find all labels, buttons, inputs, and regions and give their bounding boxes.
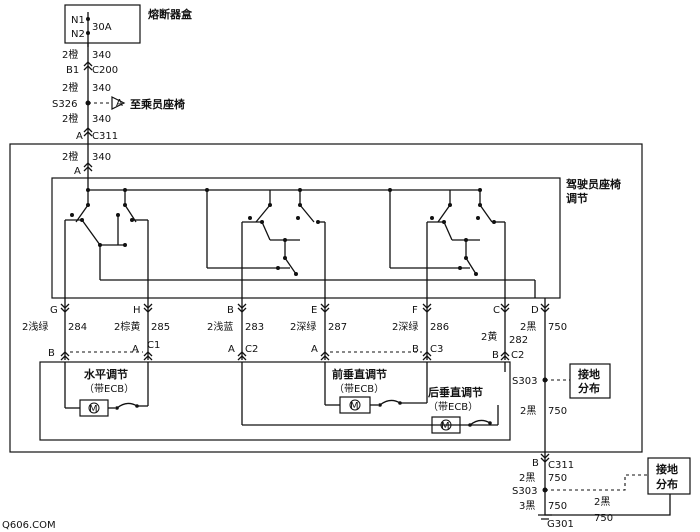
wire-color-e: 2深绿 <box>290 320 316 333</box>
wire-gauge-2: 2橙 <box>62 81 78 94</box>
pin-b: B <box>227 305 234 316</box>
ground-label-1: 接地 <box>578 367 600 381</box>
ground-label-2: 分布 <box>578 381 600 395</box>
c2b-label: C2 <box>511 350 524 361</box>
conn-b1-label: B1 <box>66 65 79 76</box>
wire-circuit-e: 287 <box>328 322 347 333</box>
watermark-text: Q606.COM <box>2 520 56 531</box>
fuse-box: N1 N2 30A 熔断器盒 <box>64 4 193 47</box>
switch-rear-vertical <box>389 190 506 298</box>
wire-color-f: 2深绿 <box>392 320 418 333</box>
conn-c311-label: C311 <box>92 131 118 142</box>
conn-c200-label: C200 <box>92 65 118 76</box>
motor-horizontal-title: 水平调节 <box>84 367 128 381</box>
splice-s303: S303 <box>512 376 537 387</box>
wire-circuit-2: 340 <box>92 83 111 94</box>
wire-gauge-4: 2橙 <box>62 150 78 163</box>
c2-pin-a: A <box>228 344 235 355</box>
ground2-label-2: 分布 <box>656 477 678 491</box>
motor-rear-title: 后垂直调节 <box>428 385 483 399</box>
c1-label: C1 <box>147 340 160 351</box>
module-pin-a: A <box>74 166 81 177</box>
splice-s326-label: S326 <box>52 99 77 110</box>
pin-h: H <box>133 305 141 316</box>
wire-circuit-3: 340 <box>92 114 111 125</box>
fuse-box-title: 熔断器盒 <box>148 7 193 21</box>
module-title: 驾驶员座椅 <box>565 177 621 191</box>
wire4-color: 2黑 <box>594 496 610 508</box>
ground-distribution-box-2 <box>647 457 691 495</box>
pin-c: C <box>493 305 500 316</box>
ground-distribution-box <box>569 363 611 399</box>
motor-front-title: 前垂直调节 <box>332 367 387 381</box>
motor-rear-sub: （带ECB） <box>428 401 478 413</box>
svg-text:M: M <box>350 401 359 412</box>
wire-circuit-g: 284 <box>68 322 87 333</box>
output-wires <box>60 298 550 465</box>
c3-label: C3 <box>430 344 443 355</box>
ground2-label-1: 接地 <box>656 462 678 476</box>
wire-circuit-1: 340 <box>92 50 111 61</box>
motor-horizontal-sub: （带ECB） <box>84 383 134 395</box>
wire3-color: 3黑 <box>519 500 535 512</box>
conn-a-c311: A <box>76 131 83 142</box>
wire-gauge-1: 2橙 <box>62 48 78 61</box>
wire-color-c: 2黄 <box>481 330 497 343</box>
wire-color-b: 2浅蓝 <box>207 320 233 333</box>
c311-bottom: C311 <box>548 460 574 471</box>
pin-d: D <box>531 305 539 316</box>
pin-g: G <box>50 305 58 316</box>
ground-g301: G301 <box>547 519 574 530</box>
switch-horizontal <box>64 190 535 298</box>
splice-s303b: S303 <box>512 486 537 497</box>
splice-s326-dest: 至乘员座椅 <box>130 97 185 111</box>
motors-box <box>39 361 511 441</box>
motor-front-sub: （带ECB） <box>334 383 384 395</box>
c1-pin-a: A <box>132 344 139 355</box>
c3-pin-a: A <box>311 344 318 355</box>
c2-label: C2 <box>245 344 258 355</box>
c311-pin-b: B <box>532 458 539 469</box>
motor-connectors <box>60 351 510 361</box>
motor-rear-vertical: M <box>431 362 506 434</box>
wire4-circuit: 750 <box>594 513 613 524</box>
wire-circuit-c: 282 <box>509 335 528 346</box>
c2b-pin-b: B <box>492 350 499 361</box>
wire-circuit-f: 286 <box>430 322 449 333</box>
motor-front-vertical: M <box>241 362 498 426</box>
wire-circuit-d: 750 <box>548 322 567 333</box>
wire-circuit-b: 283 <box>245 322 264 333</box>
svg-text:M: M <box>89 404 98 415</box>
module-title-2: 调节 <box>566 191 588 205</box>
c1-pin-b: B <box>48 348 55 359</box>
wire-circuit-h: 285 <box>151 322 170 333</box>
switch-front-vertical <box>206 190 326 298</box>
ground-wire-circuit: 750 <box>548 406 567 417</box>
wire2-circuit: 750 <box>548 473 567 484</box>
pin-e: E <box>311 305 317 316</box>
fuse-n2-label: N2 <box>71 29 85 40</box>
wire2-color: 2黑 <box>519 472 535 484</box>
wire-color-d: 2黑 <box>520 321 536 333</box>
fuse-rating: 30A <box>92 22 112 33</box>
svg-text:M: M <box>441 421 450 432</box>
ground-wire-color: 2黑 <box>520 405 536 417</box>
seat-enclosure <box>9 143 643 453</box>
wire-color-h: 2棕黄 <box>114 320 140 333</box>
svg-text:A: A <box>116 98 123 109</box>
wire-color-g: 2浅绿 <box>22 320 48 333</box>
seat-adjust-switch <box>51 177 561 299</box>
pin-f: F <box>412 305 418 316</box>
wire3-circuit: 750 <box>548 501 567 512</box>
motor-horizontal: M <box>64 362 149 417</box>
fuse-n1-label: N1 <box>71 15 85 26</box>
wire-gauge-3: 2橙 <box>62 112 78 125</box>
wire-circuit-4: 340 <box>92 152 111 163</box>
c3-pin-b: B <box>412 344 419 355</box>
